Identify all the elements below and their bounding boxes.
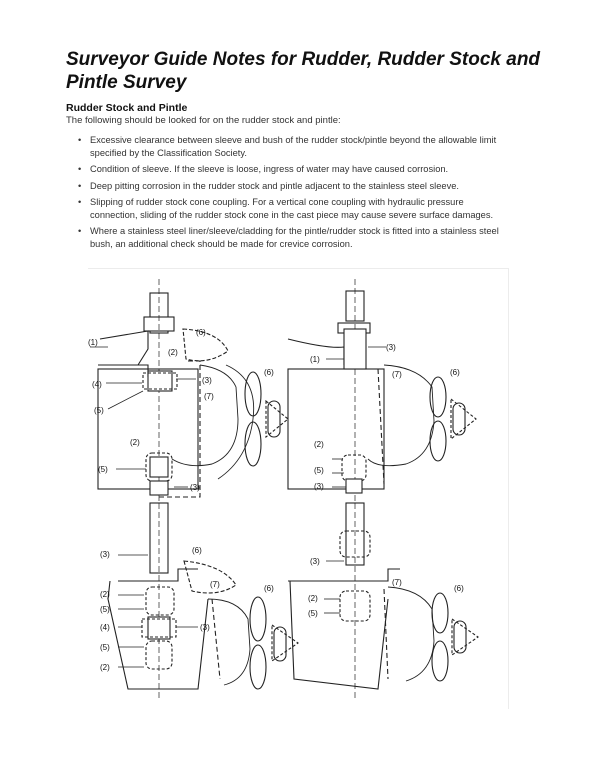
bullet-item: Condition of sleeve. If the sleeve is lo… <box>76 163 506 176</box>
callout-label: (4) <box>92 380 102 389</box>
callout-label: (3) <box>200 623 210 632</box>
callout-label: (3) <box>386 343 396 352</box>
callout-label: (6) <box>196 328 206 337</box>
callout-label: (2) <box>100 590 110 599</box>
callout-label: (2) <box>314 440 324 449</box>
callout-label: (6) <box>454 584 464 593</box>
callout-label: (4) <box>100 623 110 632</box>
callout-label: (7) <box>204 392 214 401</box>
callout-label: (5) <box>98 465 108 474</box>
callout-label: (6) <box>264 368 274 377</box>
intro-paragraph: The following should be looked for on th… <box>66 115 341 126</box>
callout-label: (3) <box>314 482 324 491</box>
callout-label: (2) <box>168 348 178 357</box>
callout-label: (1) <box>88 338 98 347</box>
bullet-item: Deep pitting corrosion in the rudder sto… <box>76 180 506 193</box>
callout-label: (2) <box>308 594 318 603</box>
callout-label: (2) <box>100 663 110 672</box>
panel-simplex-rudder <box>288 502 479 699</box>
callout-label: (6) <box>264 584 274 593</box>
diagram-callouts: (1) (6) (2) (4) (3) (7) (5) (6) (2) (5) … <box>88 328 464 672</box>
bullet-item: Slipping of rudder stock cone coupling. … <box>76 196 506 221</box>
callout-label: (3) <box>310 557 320 566</box>
callout-label: (5) <box>314 466 324 475</box>
rudder-diagram-figure: (1) (6) (2) (4) (3) (7) (5) (6) (2) (5) … <box>88 268 509 709</box>
callout-label: (3) <box>100 550 110 559</box>
callout-label: (3) <box>190 483 200 492</box>
inspection-bullet-list: Excessive clearance between sleeve and b… <box>76 134 506 254</box>
panel-mariner-rudder <box>107 502 299 699</box>
bullet-item: Where a stainless steel liner/sleeve/cla… <box>76 225 506 250</box>
callout-label: (5) <box>94 406 104 415</box>
callout-label: (6) <box>450 368 460 377</box>
callout-label: (5) <box>308 609 318 618</box>
callout-label: (7) <box>392 370 402 379</box>
document-title: Surveyor Guide Notes for Rudder, Rudder … <box>66 49 541 93</box>
panel-semi-spade-rudder <box>287 279 477 504</box>
callout-label: (7) <box>392 578 402 587</box>
callout-label: (3) <box>202 376 212 385</box>
callout-label: (1) <box>310 355 320 364</box>
bullet-item: Excessive clearance between sleeve and b… <box>76 134 506 159</box>
callout-label: (5) <box>100 605 110 614</box>
callout-label: (5) <box>100 643 110 652</box>
section-heading: Rudder Stock and Pintle <box>66 102 188 114</box>
callout-label: (2) <box>130 438 140 447</box>
panel-spade-rudder-with-pintle <box>90 279 289 504</box>
callout-label: (7) <box>210 580 220 589</box>
rudder-diagram: (1) (6) (2) (4) (3) (7) (5) (6) (2) (5) … <box>88 279 479 699</box>
callout-label: (6) <box>192 546 202 555</box>
